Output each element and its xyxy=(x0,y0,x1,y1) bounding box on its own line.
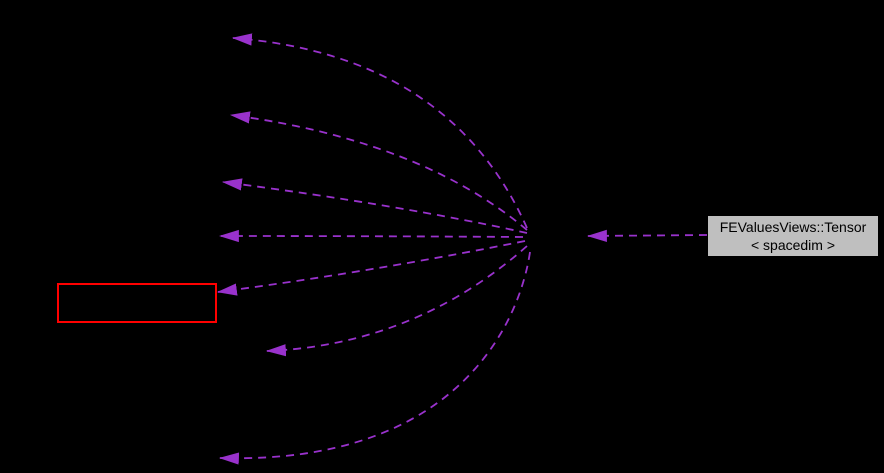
template-edge-7 xyxy=(218,251,531,465)
template-edge-4 xyxy=(218,229,524,243)
tensor-node-label-line1: FEValuesViews::Tensor xyxy=(719,219,867,235)
template-edge-3 xyxy=(221,178,528,234)
node-highlighted-empty[interactable] xyxy=(57,283,217,323)
node-fevaluesviews-tensor[interactable]: FEValuesViews::Tensor < spacedim > xyxy=(707,215,879,257)
template-edge-6 xyxy=(265,245,528,357)
tensor-node-label-line2: < spacedim > xyxy=(750,237,836,253)
template-edge-from-tensor xyxy=(586,229,708,242)
template-edge-2 xyxy=(229,111,528,231)
template-edge-1 xyxy=(231,33,528,229)
template-edge-5 xyxy=(216,240,526,296)
